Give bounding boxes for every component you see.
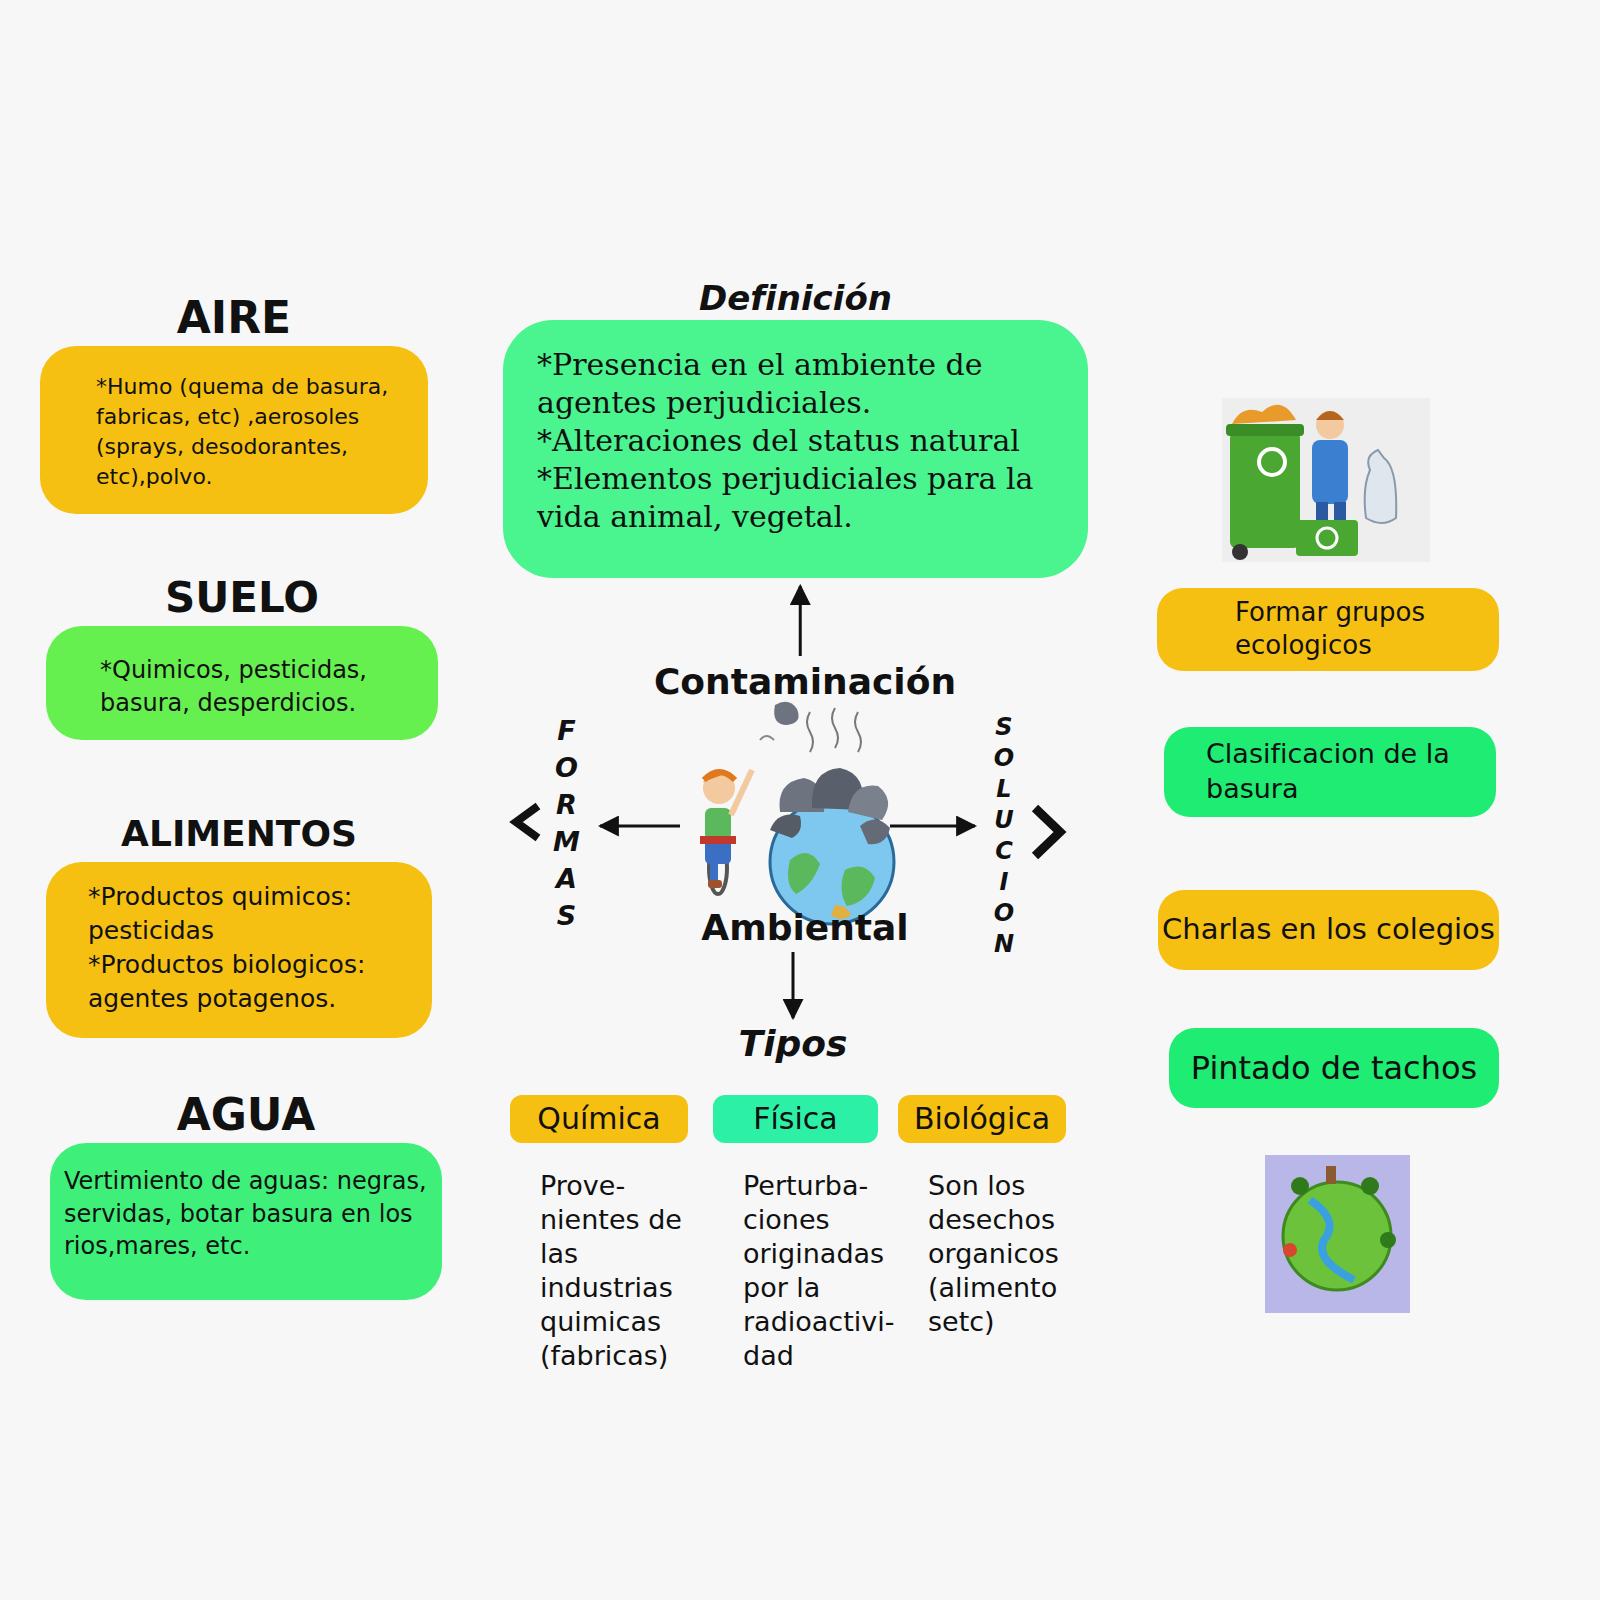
colored-panel: Formar grupos ecologicos xyxy=(1157,588,1499,671)
type-pill: Biológica xyxy=(898,1095,1066,1143)
box-body: *Productos biologicos: agentes potagenos… xyxy=(88,948,410,1016)
flying-trash xyxy=(760,702,861,752)
type-description: Perturba- ciones originadas por la radio… xyxy=(743,1169,882,1373)
box-heading: Definición xyxy=(503,276,1088,320)
green-planet-picture xyxy=(1265,1155,1410,1313)
type-pill: Química xyxy=(510,1095,688,1143)
type-name: Química xyxy=(514,1101,684,1137)
definition-line: *Presencia en el ambiente de agentes per… xyxy=(537,346,1070,422)
central-title: Ambiental xyxy=(640,906,970,950)
arrow-tipos xyxy=(792,952,795,1018)
central-title: Contaminación xyxy=(640,660,970,704)
box-heading: AIRE xyxy=(40,290,428,346)
box-body: Vertimiento de aguas: negras, servidas, … xyxy=(64,1165,432,1263)
box-heading: SUELO xyxy=(46,570,438,626)
box-heading: AGUA xyxy=(50,1087,442,1143)
colored-panel: *Presencia en el ambiente de agentes per… xyxy=(503,320,1088,578)
solution-box: Clasificacion de la basura xyxy=(1164,727,1496,817)
colored-panel: Clasificacion de la basura xyxy=(1164,727,1496,817)
type-node: QuímicaProve- nientes de las industrias … xyxy=(510,1095,688,1373)
polluted-globe xyxy=(770,768,894,924)
solution-text: Formar grupos ecologicos xyxy=(1235,596,1479,663)
arrow-solucion xyxy=(890,825,975,828)
box-body: *Quimicos, pesticidas, basura, desperdic… xyxy=(100,654,414,719)
solution-box: Pintado de tachos xyxy=(1169,1028,1499,1108)
topic-box: ALIMENTOS*Productos quimicos: pesticidas… xyxy=(46,806,432,1038)
colored-panel: *Quimicos, pesticidas, basura, desperdic… xyxy=(46,626,438,740)
vertical-label: FORMAS xyxy=(553,712,580,934)
colored-panel: *Humo (quema de basura, fabricas, etc) ,… xyxy=(40,346,428,514)
definition-line: *Elementos perjudiciales para la vida an… xyxy=(537,460,1070,536)
chevron-right xyxy=(1035,808,1060,856)
branch-heading: Tipos xyxy=(693,1022,893,1066)
solution-text: Pintado de tachos xyxy=(1191,1048,1477,1089)
type-node: BiológicaSon los desechos organicos (ali… xyxy=(898,1095,1066,1339)
solution-text: Clasificacion de la basura xyxy=(1206,737,1476,806)
box-body: *Humo (quema de basura, fabricas, etc) ,… xyxy=(96,372,400,492)
recycling-picture xyxy=(1222,398,1430,562)
topic-box: Definición *Presencia en el ambiente de a… xyxy=(503,276,1088,578)
type-description: Son los desechos organicos (alimento set… xyxy=(928,1169,1070,1339)
box-heading: ALIMENTOS xyxy=(46,806,432,862)
type-name: Física xyxy=(717,1101,874,1137)
solution-box: Charlas en los colegios xyxy=(1158,890,1499,970)
type-description: Prove- nientes de las industrias quimica… xyxy=(540,1169,692,1373)
solution-text: Charlas en los colegios xyxy=(1162,911,1495,948)
arrow-formas xyxy=(600,825,680,828)
box-body: *Productos quimicos: pesticidas xyxy=(88,880,410,948)
colored-panel: Pintado de tachos xyxy=(1169,1028,1499,1108)
chevron-left xyxy=(516,806,538,838)
colored-panel: *Productos quimicos: pesticidas*Producto… xyxy=(46,862,432,1038)
type-name: Biológica xyxy=(902,1101,1062,1137)
topic-box: SUELO *Quimicos, pesticidas, basura, desp… xyxy=(46,570,438,740)
vertical-label: SOLUCION xyxy=(992,712,1016,960)
boy-on-bike xyxy=(700,770,752,894)
definition-line: *Alteraciones del status natural xyxy=(537,422,1070,460)
central-topic: ContaminaciónAmbiental xyxy=(640,660,970,950)
topic-box: AGUA Vertimiento de aguas: negras, servid… xyxy=(50,1087,442,1300)
type-pill: Física xyxy=(713,1095,878,1143)
colored-panel: Charlas en los colegios xyxy=(1158,890,1499,970)
solution-box: Formar grupos ecologicos xyxy=(1157,588,1499,671)
type-node: FísicaPerturba- ciones originadas por la… xyxy=(713,1095,878,1373)
topic-box: AIRE *Humo (quema de basura, fabricas, et… xyxy=(40,290,428,514)
connector-arrow xyxy=(799,586,802,656)
colored-panel: Vertimiento de aguas: negras, servidas, … xyxy=(50,1143,442,1300)
